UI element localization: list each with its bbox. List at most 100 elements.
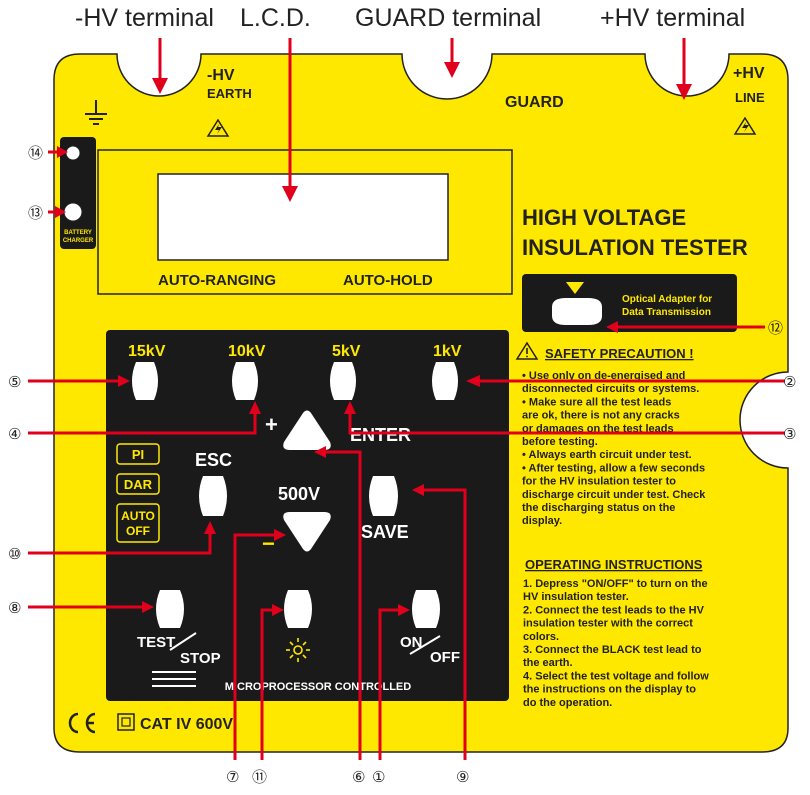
stop-label: STOP	[180, 650, 221, 667]
callout-2: ②	[783, 373, 796, 391]
operating-line: do the operation.	[523, 697, 612, 709]
save-label: SAVE	[361, 522, 409, 542]
safety-line: before testing.	[522, 436, 598, 448]
high-voltage-warning-icon	[733, 116, 757, 135]
safety-line: for the HV insulation tester to	[522, 476, 676, 488]
operating-line: insulation tester with the correct	[523, 618, 693, 630]
label-hv-plus-terminal: +HV terminal	[600, 4, 745, 32]
terminal-guard-label: GUARD	[505, 94, 564, 111]
cat-rating: CAT IV 600V	[140, 716, 233, 733]
callout-6: ⑥	[352, 768, 365, 786]
double-insulation-icon	[117, 713, 135, 731]
safety-line: • After testing, allow a few seconds	[522, 462, 705, 474]
mode-pi-label: PI	[132, 447, 144, 462]
callout-12: ⑫	[768, 319, 783, 337]
key-label-5kv: 5kV	[332, 343, 361, 360]
button-up[interactable]	[283, 410, 331, 451]
safety-title: SAFETY PRECAUTION !	[545, 346, 694, 361]
safety-line: discharge circuit under test. Check	[522, 489, 706, 501]
slash-divider	[169, 632, 197, 651]
button-backlight[interactable]	[284, 590, 312, 628]
plus-sign: +	[265, 412, 278, 437]
terminal-minus-label: -HV	[207, 67, 235, 84]
operating-line: the earth.	[523, 657, 573, 669]
button-test-stop[interactable]	[156, 590, 184, 628]
safety-line: display.	[522, 515, 562, 527]
callout-3: ③	[783, 425, 796, 443]
mode-off-label: OFF	[126, 524, 150, 538]
ground-icon	[85, 100, 107, 125]
esc-label: ESC	[195, 450, 232, 470]
mode-auto-off-box	[116, 503, 160, 543]
callout-4: ④	[8, 425, 21, 443]
button-on-off[interactable]	[412, 590, 440, 628]
minus-sign: −	[262, 531, 275, 556]
mode-dar-label: DAR	[124, 477, 153, 492]
title-line-1: HIGH VOLTAGE	[522, 205, 686, 230]
auto-ranging-label: AUTO-RANGING	[158, 272, 276, 289]
label-lcd: L.C.D.	[240, 4, 311, 32]
auto-hold-label: AUTO-HOLD	[343, 272, 433, 289]
callout-11: ⑪	[252, 768, 267, 786]
safety-line: • Use only on de-energised and	[522, 370, 685, 382]
operating-line: 4. Select the test voltage and follow	[523, 670, 709, 682]
operating-text: 1. Depress "ON/OFF" to turn on the HV in…	[523, 578, 709, 709]
optical-port-icon[interactable]	[552, 298, 602, 325]
battery-charger-strip	[60, 137, 96, 249]
stripes-icon	[152, 671, 196, 687]
callout-8: ⑧	[8, 599, 21, 617]
voltage-500-label: 500V	[278, 484, 320, 504]
warning-icon	[515, 341, 539, 360]
operating-line: colors.	[523, 631, 559, 643]
mode-auto-label: AUTO	[121, 509, 155, 523]
operating-line: HV insulation tester.	[523, 591, 629, 603]
key-label-15kv: 15kV	[128, 343, 166, 360]
ce-mark-icon	[68, 712, 96, 734]
slash-divider	[409, 635, 441, 655]
lcd-display	[157, 173, 449, 261]
label-guard-terminal: GUARD terminal	[355, 4, 541, 32]
callout-14: ⑭	[28, 144, 43, 162]
operating-title: OPERATING INSTRUCTIONS	[525, 557, 703, 572]
safety-text: • Use only on de-energised and disconnec…	[522, 370, 706, 527]
button-15kv[interactable]	[132, 362, 158, 400]
callout-13: ⑬	[28, 204, 43, 222]
safety-line: • Make sure all the test leads	[522, 396, 671, 408]
button-down[interactable]	[283, 512, 331, 552]
double-insulation-icon-inner	[121, 717, 131, 727]
optical-line-1: Optical Adapter for	[622, 294, 712, 305]
off-label: OFF	[430, 649, 460, 666]
safety-line: disconnected circuits or systems.	[522, 383, 699, 395]
key-label-1kv: 1kV	[433, 343, 462, 360]
callout-7: ⑦	[226, 768, 239, 786]
enter-label: ENTER	[350, 425, 411, 445]
operating-line: 3. Connect the BLACK test lead to	[523, 644, 702, 656]
button-5kv[interactable]	[330, 362, 356, 400]
backlight-sun-icon	[286, 638, 310, 662]
down-triangle-icon	[566, 282, 584, 294]
operating-line: 1. Depress "ON/OFF" to turn on the	[523, 578, 708, 590]
label-hv-minus-terminal: -HV terminal	[75, 4, 214, 32]
key-label-10kv: 10kV	[228, 343, 266, 360]
operating-line: 2. Connect the test leads to the HV	[523, 604, 705, 616]
on-label: ON	[400, 634, 423, 651]
callout-10: ⑩	[8, 545, 21, 563]
safety-line: the discharging status on the	[522, 502, 675, 514]
callout-5: ⑤	[8, 373, 21, 391]
mode-pi-box	[116, 443, 160, 465]
safety-line: are ok, there is not any cracks	[522, 410, 680, 422]
mode-dar-box	[116, 473, 160, 495]
button-1kv[interactable]	[432, 362, 458, 400]
microprocessor-label: MICROPROCESSOR CONTROLLED	[225, 681, 411, 693]
test-label: TEST	[137, 634, 175, 651]
button-enter[interactable]	[369, 476, 398, 516]
terminal-plus-label: +HV	[733, 65, 765, 82]
safety-line: • Always earth circuit under test.	[522, 449, 692, 461]
battery-charger-jack[interactable]	[63, 202, 83, 222]
battery-label: BATTERY	[64, 230, 92, 236]
lcd-frame	[97, 149, 513, 295]
button-10kv[interactable]	[232, 362, 258, 400]
terminal-minus-earth-label: EARTH	[207, 86, 252, 101]
callout-arrows	[28, 38, 785, 760]
button-esc[interactable]	[199, 476, 227, 516]
